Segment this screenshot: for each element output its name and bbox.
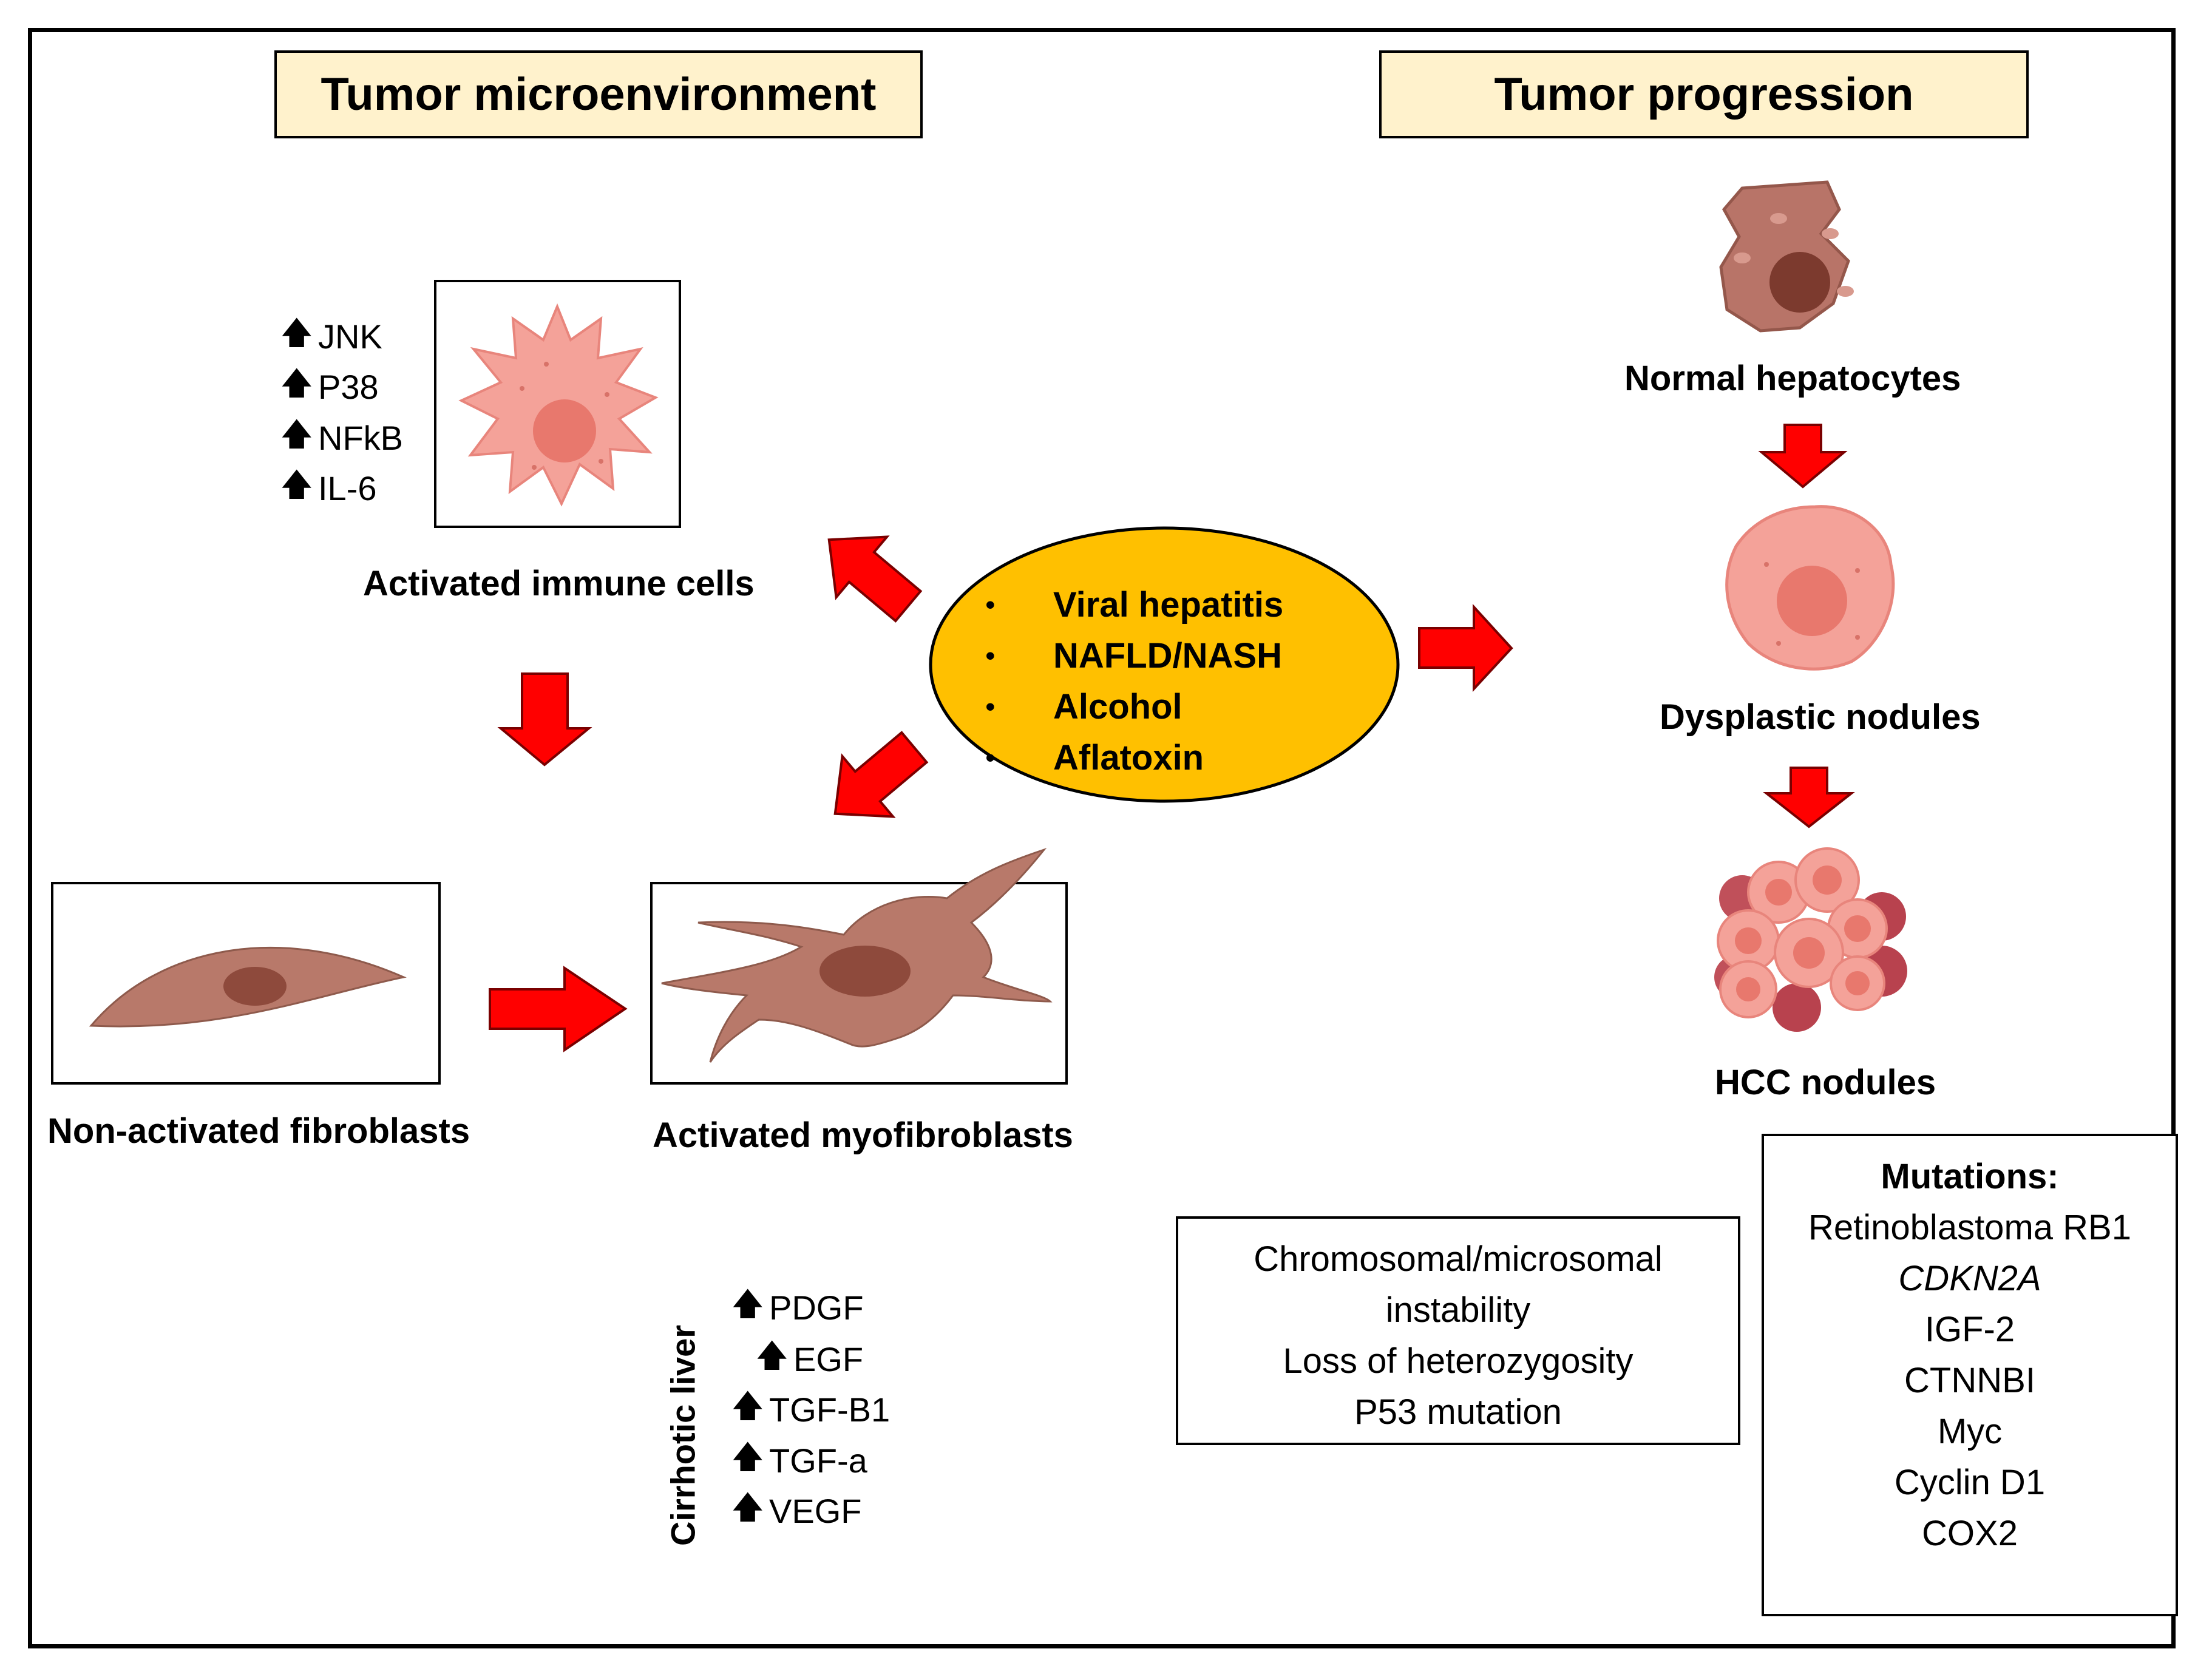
mutation-item: Myc	[1937, 1412, 2003, 1451]
marker-nfkb: 🡅NFkB	[280, 411, 403, 465]
up-arrow-icon: 🡅	[731, 1490, 764, 1525]
cause-item: •Alcohol	[985, 687, 1182, 727]
red-arrows	[489, 424, 1855, 1052]
dysplastic-nodule-icon	[1725, 505, 1895, 671]
instability-line: instability	[1385, 1290, 1531, 1330]
up-arrow-icon: 🡅	[280, 316, 313, 351]
mutation-item: Cyclin D1	[1894, 1463, 2046, 1502]
mutations-box: Mutations: Retinoblastoma RB1 CDKN2A IGF…	[1762, 1134, 2178, 1616]
label-non-activated-fibroblasts: Non-activated fibroblasts	[47, 1111, 470, 1151]
mutation-item: CDKN2A	[1898, 1259, 2041, 1298]
up-arrow-icon: 🡅	[731, 1389, 764, 1424]
marker-jnk: 🡅JNK	[280, 310, 382, 364]
marker-p38: 🡅P38	[280, 360, 379, 414]
up-arrow-icon: 🡅	[280, 417, 313, 452]
label-activated-myofibroblasts: Activated myofibroblasts	[653, 1116, 1073, 1155]
header-tumor-microenvironment: Tumor microenvironment	[274, 50, 923, 138]
up-arrow-icon: 🡅	[280, 467, 313, 503]
marker-egf: 🡅EGF	[756, 1332, 863, 1386]
normal-hepatocyte-icon	[1719, 180, 1854, 333]
instability-box: Chromosomal/microsomal instability Loss …	[1176, 1216, 1740, 1445]
label-dysplastic-nodules: Dysplastic nodules	[1660, 697, 1981, 737]
label-hcc-nodules: HCC nodules	[1715, 1063, 1936, 1102]
up-arrow-icon: 🡅	[756, 1338, 789, 1373]
mutation-item: CTNNBI	[1904, 1361, 2035, 1400]
fibroblast-icon	[89, 946, 407, 1028]
up-arrow-icon: 🡅	[280, 366, 313, 401]
mutation-item: COX2	[1922, 1514, 2018, 1553]
hcc-nodules-icon	[1714, 847, 1907, 1032]
mutation-item: Retinoblastoma RB1	[1808, 1208, 2131, 1247]
label-activated-immune-cells: Activated immune cells	[363, 564, 755, 603]
marker-il6: 🡅IL-6	[280, 461, 377, 515]
diagram-frame	[28, 28, 2176, 1648]
cause-item: •NAFLD/NASH	[985, 636, 1282, 676]
mutations-title: Mutations:	[1881, 1157, 2059, 1196]
header-tumor-progression: Tumor progression	[1379, 50, 2029, 138]
up-arrow-icon: 🡅	[731, 1287, 764, 1322]
marker-tgf-a: 🡅TGF-a	[731, 1434, 867, 1488]
up-arrow-icon: 🡅	[731, 1440, 764, 1475]
myofibroblast-icon	[661, 847, 1053, 1063]
causes-list: •Viral hepatitis •NAFLD/NASH •Alcohol •A…	[932, 543, 1399, 813]
immune-cell-icon	[458, 303, 659, 507]
cause-item: •Viral hepatitis	[985, 585, 1284, 625]
marker-pdgf: 🡅PDGF	[731, 1281, 864, 1335]
label-cirrhotic-liver: Cirrhotic liver	[663, 1324, 702, 1546]
instability-line: Loss of heterozygosity	[1283, 1341, 1634, 1381]
causes-ellipse	[929, 526, 1400, 803]
cause-item: •Aflatoxin	[985, 738, 1204, 777]
label-normal-hepatocytes: Normal hepatocytes	[1624, 359, 1961, 398]
instability-line: Chromosomal/microsomal	[1254, 1239, 1663, 1279]
marker-tgf-b1: 🡅TGF-B1	[731, 1383, 890, 1437]
mutation-item: IGF-2	[1924, 1310, 2015, 1349]
instability-line: P53 mutation	[1354, 1392, 1562, 1432]
marker-vegf: 🡅VEGF	[731, 1484, 861, 1538]
